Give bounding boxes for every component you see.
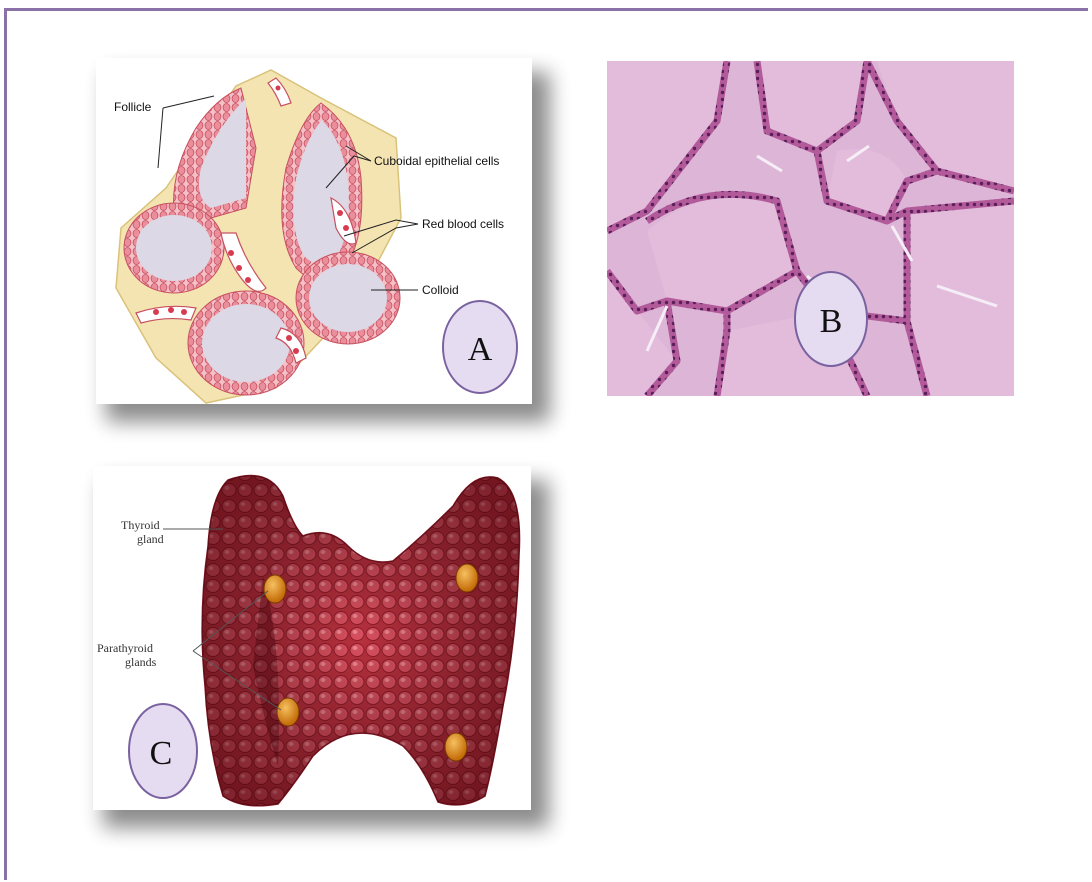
label-follicle: Follicle [114,100,152,114]
svg-text:B: B [820,303,843,340]
badge-b: B [795,272,867,366]
follicle-left [124,203,224,293]
badge-c: C [129,704,197,798]
svg-text:C: C [150,735,173,772]
histology-panel: B [607,61,1014,396]
badge-a: A [443,301,517,393]
histology-micrograph: B [607,61,1014,396]
label-parathyroid-line2: glands [125,655,157,669]
thyroid-gland-panel: Thyroid gland Parathyroid glands C [93,466,531,810]
follicle-diagram-panel: Follicle Cuboidal epithelial cells Red b… [96,58,532,404]
label-colloid: Colloid [422,283,459,297]
label-parathyroid-line1: Parathyroid [97,641,153,655]
svg-text:A: A [468,331,493,368]
label-thyroid-line1: Thyroid [121,518,160,532]
label-thyroid-line2: gland [137,532,164,546]
follicle-right-bottom [296,252,400,344]
label-cuboidal-cells: Cuboidal epithelial cells [374,154,499,168]
follicle-diagram: Follicle Cuboidal epithelial cells Red b… [96,58,532,404]
thyroid-illustration: Thyroid gland Parathyroid glands C [93,466,531,810]
label-red-blood-cells: Red blood cells [422,217,504,231]
